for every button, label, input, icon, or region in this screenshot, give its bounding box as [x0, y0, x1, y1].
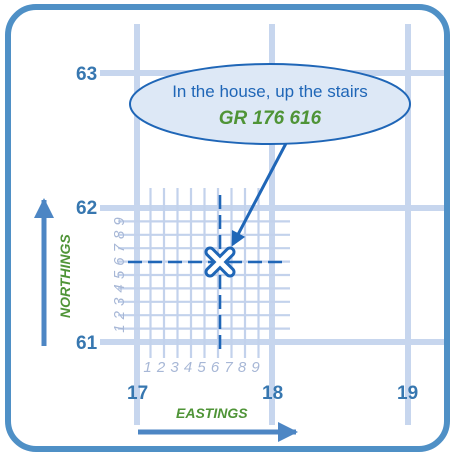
northing-label-62: 62	[76, 198, 97, 219]
easting-sub-digit-9: 9	[251, 359, 260, 376]
northing-sub-digit-7: 7	[111, 243, 128, 252]
northing-sub-digit-4: 4	[111, 284, 128, 292]
northings-label: NORTHINGS	[57, 234, 73, 318]
x-marker-icon	[204, 246, 236, 278]
easting-sub-digit-2: 2	[156, 359, 166, 376]
northing-sub-digit-3: 3	[111, 297, 128, 306]
callout-pointer	[231, 131, 294, 247]
easting-sub-digit-6: 6	[211, 359, 220, 376]
easting-label-17: 17	[127, 383, 148, 404]
easting-sub-digit-3: 3	[170, 359, 179, 376]
northing-sub-digit-5: 5	[111, 270, 128, 279]
easting-label-19: 19	[397, 383, 418, 404]
easting-sub-digit-5: 5	[197, 359, 206, 376]
crosshair	[128, 195, 286, 352]
northing-sub-digit-2: 2	[111, 310, 128, 320]
minor-grid	[118, 188, 290, 358]
northing-sub-digits: 1 2 3 4 5 6 7 8 9	[111, 217, 128, 333]
eastings-label: EASTINGS	[176, 405, 248, 421]
northing-sub-digit-6: 6	[111, 257, 128, 266]
callout-line-2: GR 176 616	[219, 108, 322, 129]
easting-sub-digit-4: 4	[184, 359, 192, 376]
northing-sub-digit-8: 8	[111, 230, 128, 239]
easting-label-18: 18	[262, 383, 283, 404]
callout-bubble	[129, 63, 411, 145]
easting-sub-digit-7: 7	[224, 359, 233, 376]
callout-line-1: In the house, up the stairs	[172, 82, 368, 101]
northing-label-63: 63	[76, 64, 97, 85]
northing-sub-digit-1: 1	[111, 324, 128, 332]
northing-label-61: 61	[76, 333, 98, 354]
easting-sub-digit-8: 8	[238, 359, 247, 376]
easting-sub-digit-1: 1	[143, 359, 151, 376]
northing-sub-digit-9: 9	[111, 217, 128, 226]
